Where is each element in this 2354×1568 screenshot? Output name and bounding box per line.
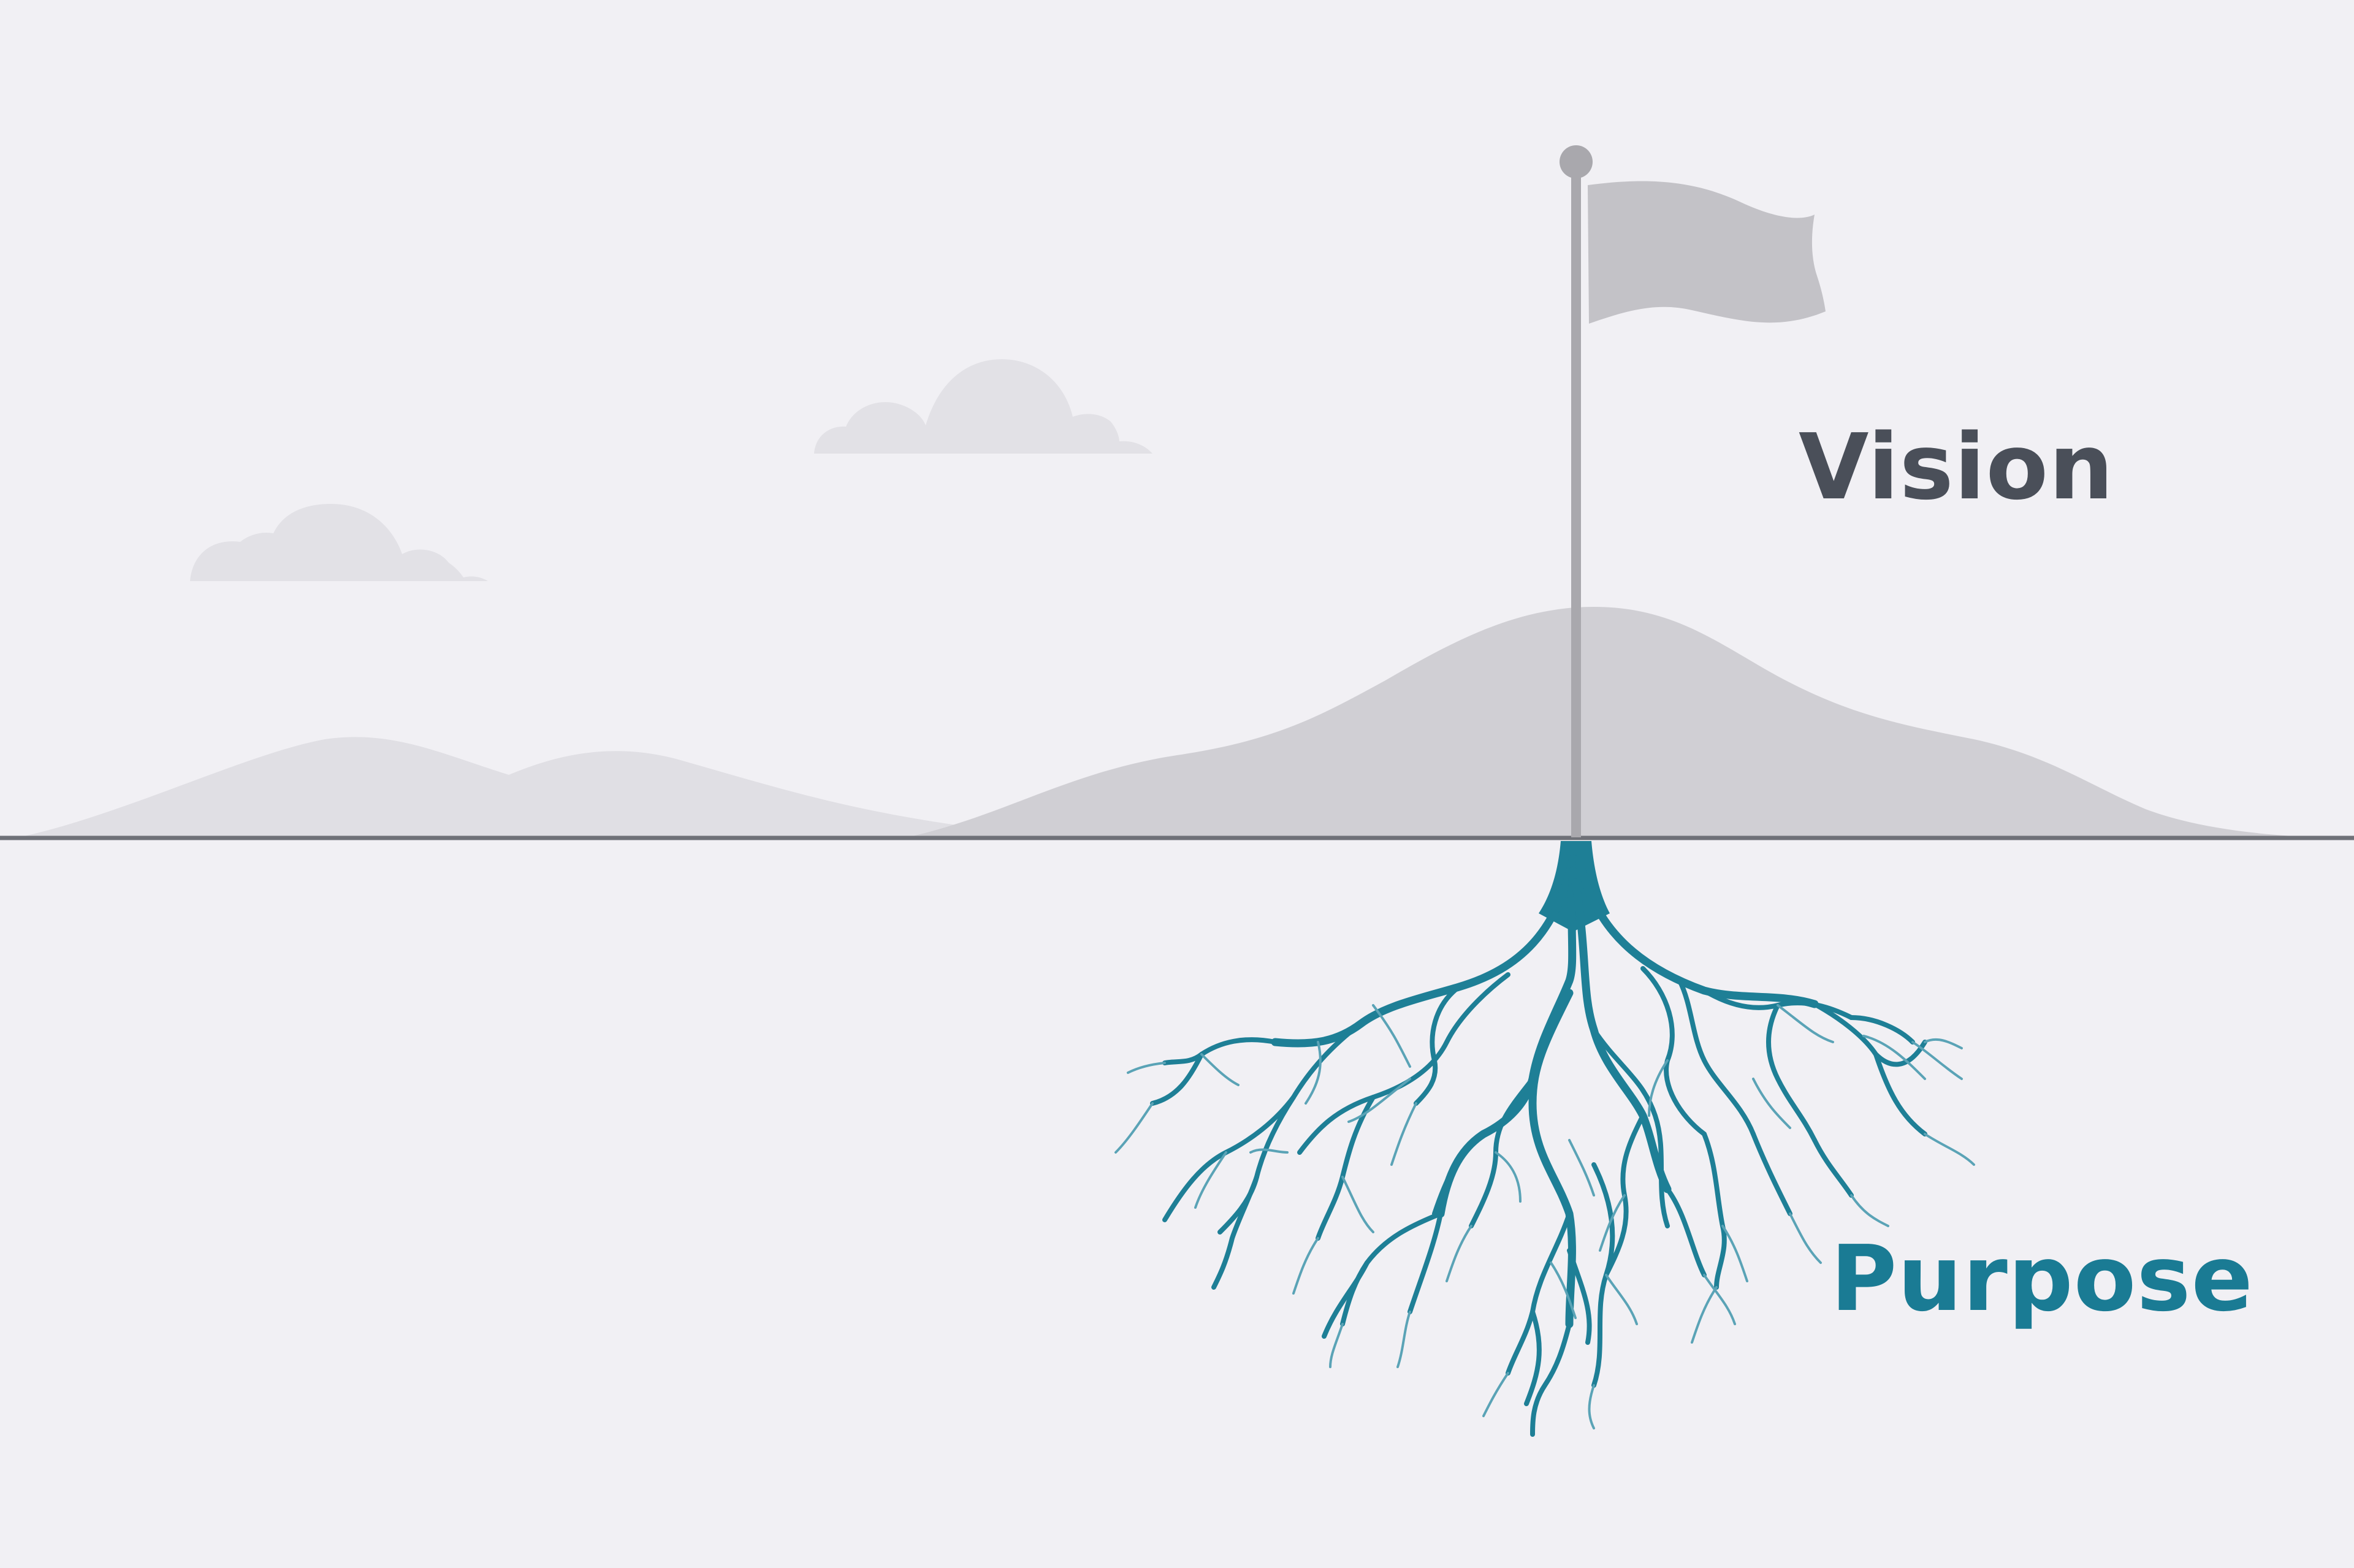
flag-cloth bbox=[1588, 181, 1826, 324]
cloud-icon bbox=[190, 359, 1152, 581]
purpose-label: Purpose bbox=[1830, 1226, 2253, 1331]
root-main-branches bbox=[1271, 854, 1819, 1328]
root-secondary-branches bbox=[1150, 966, 1927, 1437]
flag-pole-finial bbox=[1560, 145, 1593, 178]
cloud-lower bbox=[190, 504, 488, 581]
flag-icon bbox=[1560, 145, 1826, 837]
root-fine-branches bbox=[1114, 1004, 1975, 1429]
hill-icon bbox=[18, 607, 2317, 839]
roots-icon bbox=[1114, 841, 1975, 1437]
vision-label: Vision bbox=[1799, 414, 2114, 520]
flag-pole bbox=[1571, 166, 1581, 837]
hill-main bbox=[907, 607, 2317, 837]
hill-far bbox=[18, 737, 956, 839]
cloud-upper bbox=[814, 359, 1152, 454]
